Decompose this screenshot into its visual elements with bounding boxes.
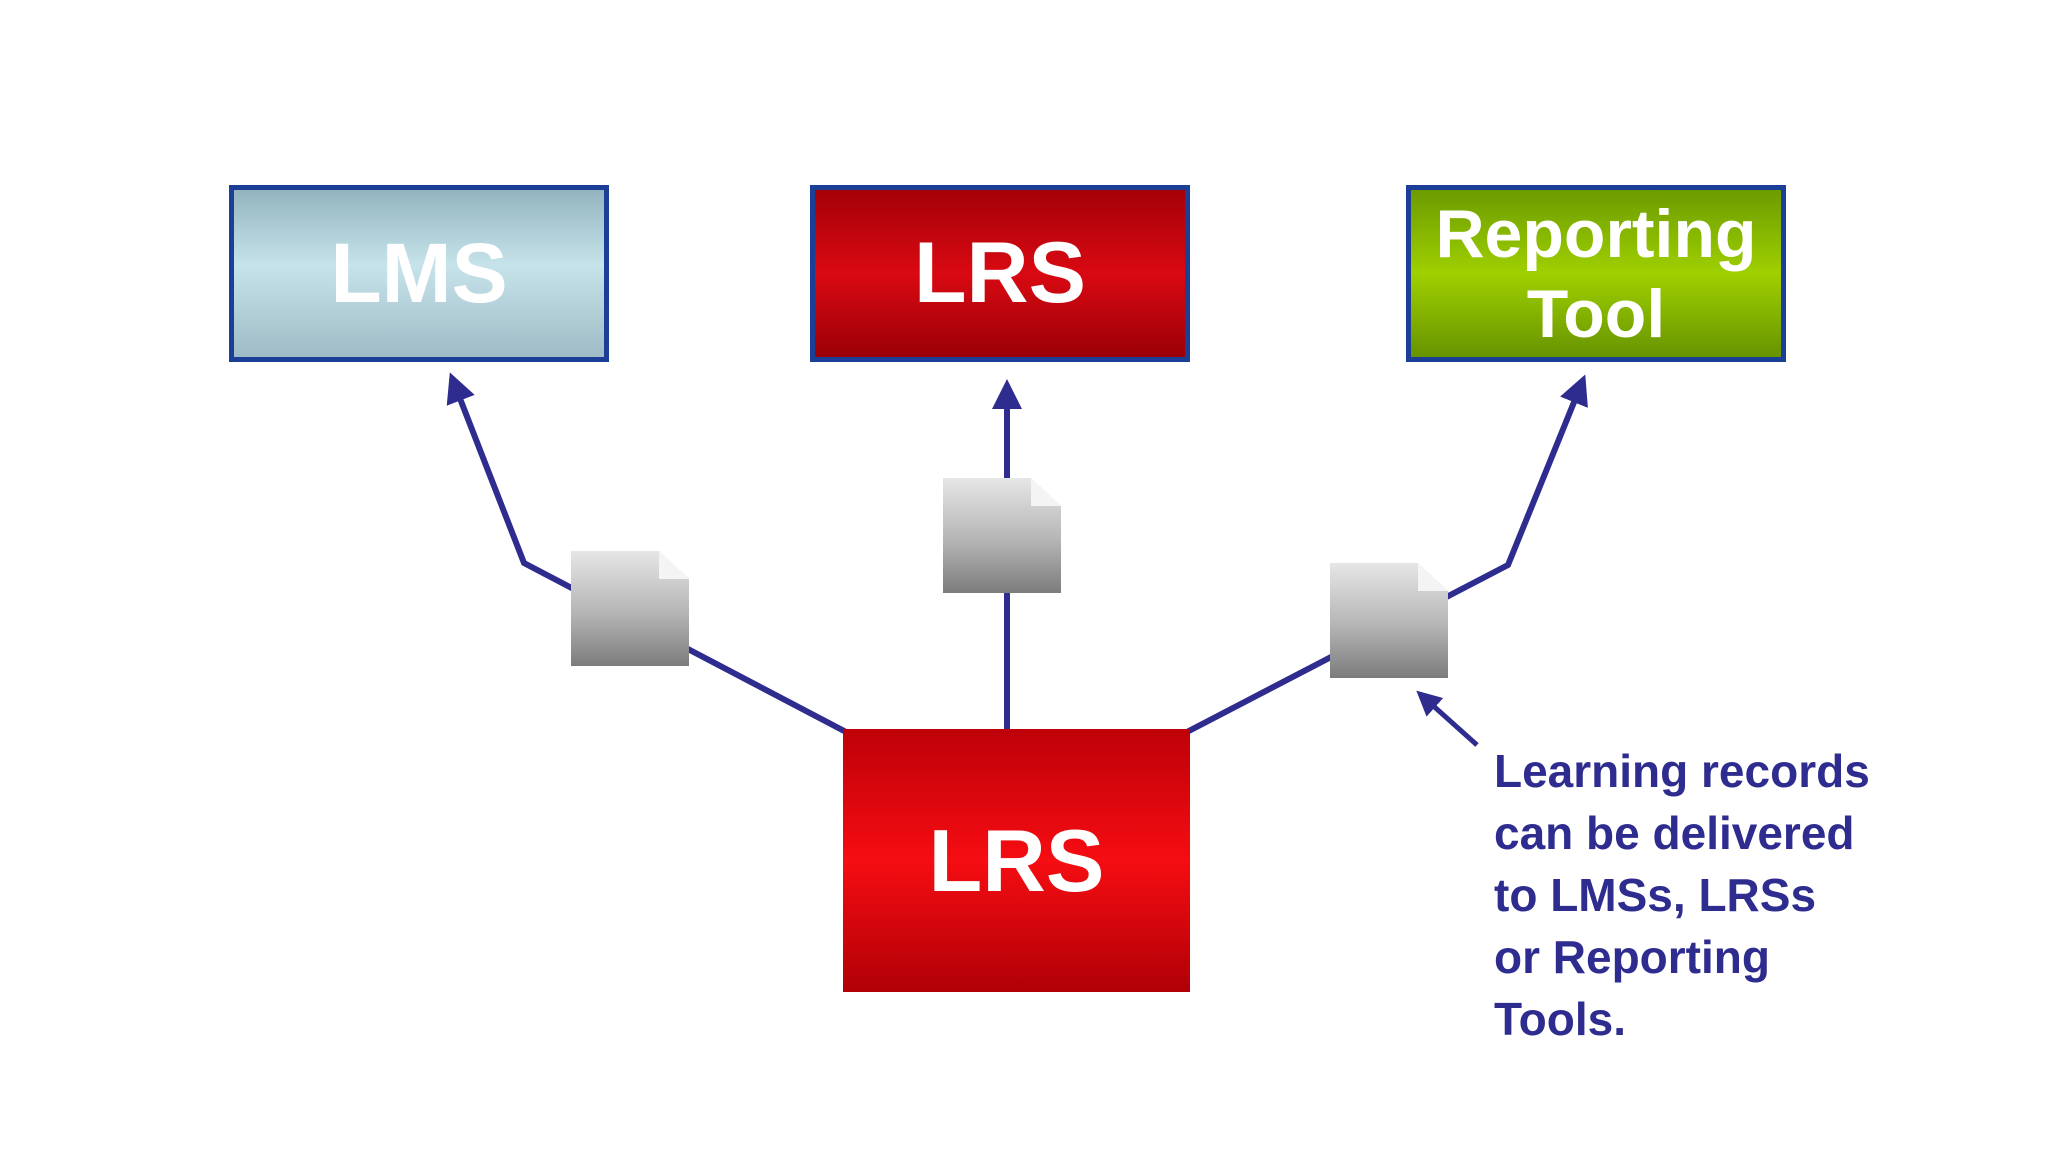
connector-to-lms: [446, 372, 850, 736]
annotation-line-3: to LMSs, LRSs: [1494, 869, 1817, 921]
lms-label: LMS: [330, 226, 508, 320]
lrs-source-box: LRS: [843, 729, 1190, 992]
document-icon: [1330, 563, 1448, 678]
lrs-target-label: LRS: [914, 225, 1086, 321]
annotation-text: Learning records can be delivered to LMS…: [1494, 740, 1924, 1050]
lrs-target-box: LRS: [810, 185, 1190, 362]
connector-to-reporting-tool: [1183, 374, 1588, 736]
annotation-pointer-arrow: [1416, 690, 1479, 747]
document-icon: [571, 551, 689, 666]
lms-box: LMS: [229, 185, 609, 362]
lrs-source-label: LRS: [928, 810, 1105, 910]
annotation-line-1: Learning records: [1494, 745, 1870, 797]
document-icon: [943, 478, 1061, 593]
reporting-tool-label-line-2: Tool: [1526, 275, 1666, 352]
reporting-tool-label-line-1: Reporting: [1435, 195, 1757, 272]
annotation-line-4: or Reporting: [1494, 931, 1770, 983]
annotation-line-2: can be delivered: [1494, 807, 1855, 859]
reporting-tool-box: Reporting Tool: [1406, 185, 1786, 362]
annotation-line-5: Tools.: [1494, 993, 1627, 1045]
